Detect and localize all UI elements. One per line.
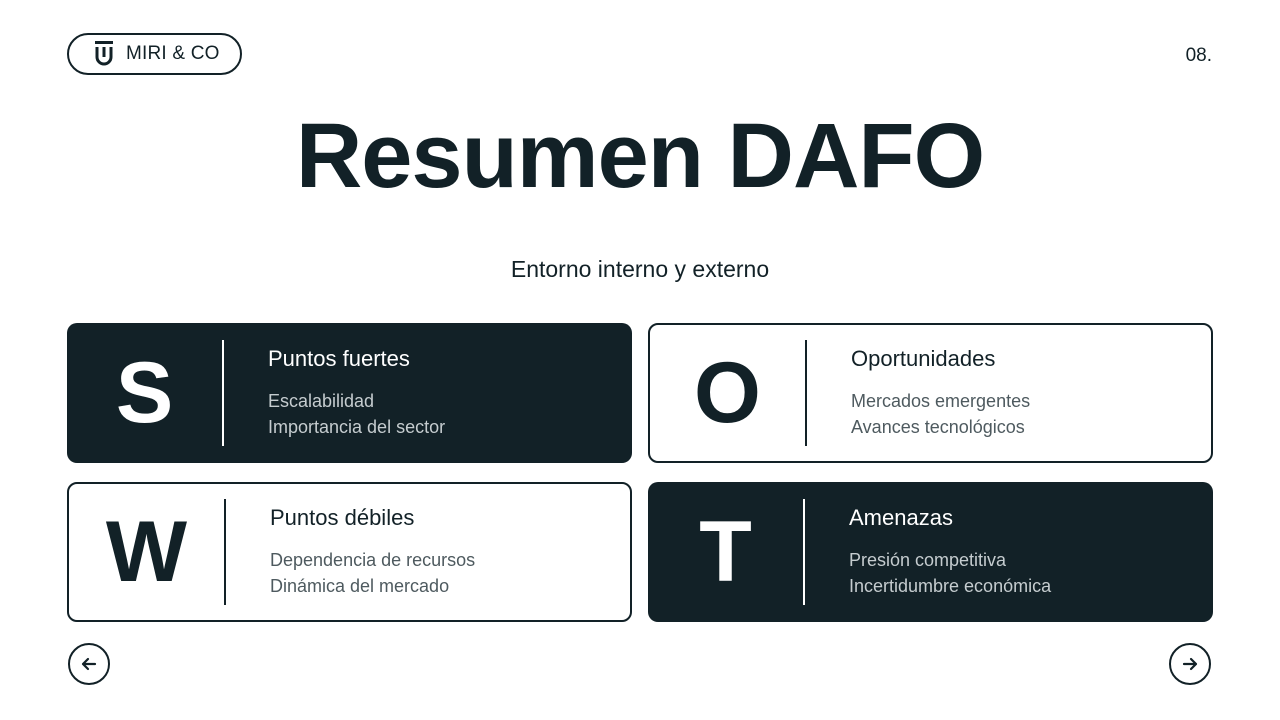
divider: [805, 340, 807, 446]
arrow-right-icon: [1182, 657, 1198, 671]
swot-letter: O: [694, 345, 761, 441]
swot-card-opportunities: O Oportunidades Mercados emergentes Avan…: [648, 323, 1213, 463]
swot-heading: Amenazas: [849, 505, 953, 530]
brand-logo-icon: [95, 41, 113, 66]
swot-items: Presión competitiva Incertidumbre económ…: [849, 547, 1051, 599]
swot-item: Escalabilidad: [268, 391, 375, 411]
page-subtitle: Entorno interno y externo: [510, 256, 770, 282]
swot-item: Avances tecnológicos: [851, 417, 1025, 437]
divider: [803, 499, 805, 605]
page-title: Resumen DAFO: [295, 105, 985, 207]
swot-heading: Oportunidades: [851, 346, 996, 371]
arrow-left-icon: [81, 657, 97, 671]
swot-item: Importancia del sector: [268, 417, 446, 437]
page-number: 08.: [1185, 45, 1212, 66]
swot-card-strengths: S Puntos fuertes Escalabilidad Importanc…: [67, 323, 632, 463]
swot-item: Incertidumbre económica: [849, 576, 1052, 596]
brand-name: MIRI & CO: [126, 43, 220, 64]
divider: [222, 340, 224, 446]
swot-card-threats: T Amenazas Presión competitiva Incertidu…: [648, 482, 1213, 622]
swot-item: Mercados emergentes: [851, 391, 1031, 411]
swot-items: Mercados emergentes Avances tecnológicos: [851, 388, 1030, 440]
swot-card-weaknesses: W Puntos débiles Dependencia de recursos…: [67, 482, 632, 622]
swot-item: Presión competitiva: [849, 550, 1007, 570]
prev-slide-button[interactable]: [68, 643, 110, 685]
swot-items: Dependencia de recursos Dinámica del mer…: [270, 547, 475, 599]
divider: [224, 499, 226, 605]
swot-item: Dinámica del mercado: [270, 576, 450, 596]
swot-heading: Puntos débiles: [270, 505, 415, 530]
swot-items: Escalabilidad Importancia del sector: [268, 388, 445, 440]
swot-letter: T: [699, 504, 752, 600]
next-slide-button[interactable]: [1169, 643, 1211, 685]
brand-badge: MIRI & CO: [67, 33, 242, 75]
swot-heading: Puntos fuertes: [268, 346, 410, 371]
swot-letter: W: [105, 504, 188, 600]
swot-letter: S: [115, 345, 174, 441]
swot-item: Dependencia de recursos: [270, 550, 476, 570]
